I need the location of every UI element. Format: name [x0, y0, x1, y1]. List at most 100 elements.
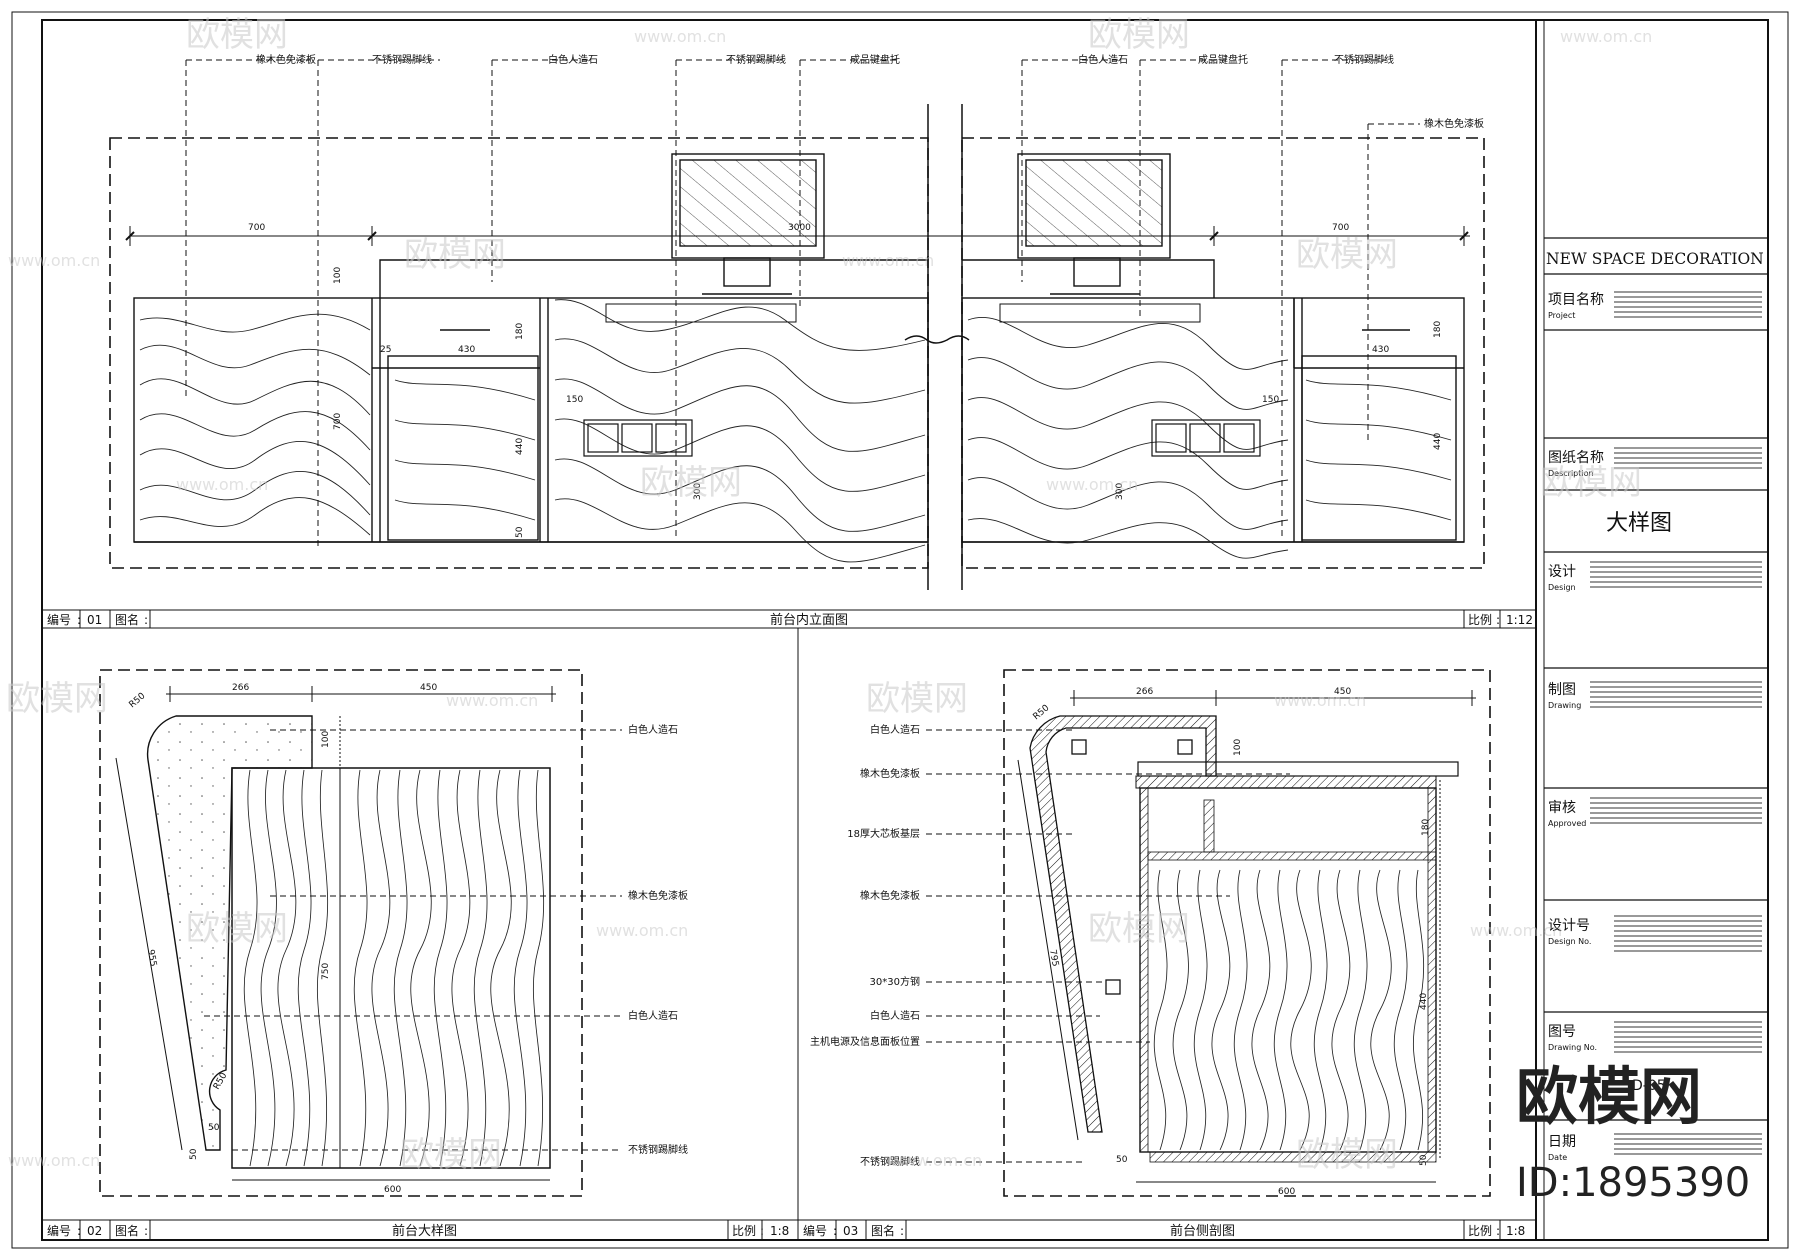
description-label: 图纸名称: [1548, 450, 1604, 466]
sec-callout-2: 橡木色免漆板: [860, 767, 920, 780]
svg-text:欧模网: 欧模网: [404, 235, 506, 275]
titlebar-02-title: 前台大样图: [392, 1223, 457, 1239]
elev-callout-4: 不锈钢踢脚线: [726, 53, 786, 66]
dim-socket-h: 300: [693, 483, 703, 500]
sec-callout-5: 30*30方钢: [870, 975, 920, 988]
approved-label: 审核: [1548, 800, 1576, 816]
sec-dim-inner-h: 440: [1419, 993, 1429, 1010]
company-name: NEW SPACE DECORATION: [1546, 250, 1764, 268]
dim-total: 3000: [788, 223, 811, 233]
plan-dim-top-w: 266: [232, 683, 249, 693]
drawing-label: 制图: [1548, 682, 1576, 698]
watermark: 欧模网 www.om.cn 欧模网 www.om.cn 欧模网 欧模网 www.…: [6, 15, 1750, 1206]
elev-callout-7: 成品键盘托: [1198, 53, 1248, 66]
svg-text::: :: [1496, 1224, 1500, 1238]
dim-top-thickness: 100: [333, 267, 343, 284]
sec-dim-toe: 50: [1116, 1155, 1128, 1165]
svg-text:欧模网: 欧模网: [1296, 235, 1398, 275]
titlebar-01-no: 01: [87, 613, 102, 627]
dim-cabinet-h: 700: [333, 413, 343, 430]
titlebar-03-no-label: 编号: [803, 1223, 827, 1238]
socket-panel-icon: [583, 419, 1261, 457]
sec-dim-body-w: 450: [1334, 687, 1351, 697]
svg-text::: :: [144, 613, 148, 627]
svg-text::: :: [760, 1224, 764, 1238]
svg-text::: :: [77, 1224, 81, 1238]
field-lines-design: [1590, 561, 1762, 588]
sec-callout-4: 橡木色免漆板: [860, 889, 920, 902]
plan-callout-3: 白色人造石: [628, 1009, 678, 1022]
svg-text:www.om.cn: www.om.cn: [1560, 27, 1652, 46]
svg-text:www.om.cn: www.om.cn: [890, 1151, 982, 1170]
titlebar-01: 编号 : 01 图名 : 前台内立面图 比例 : 1:12: [42, 609, 1536, 628]
elev-callout-6: 白色人造石: [1078, 53, 1128, 66]
svg-text:440: 440: [1433, 433, 1443, 450]
elev-callout-5: 成品键盘托: [850, 53, 900, 66]
field-lines-design-no: [1614, 915, 1762, 952]
dim-drawer-h: 180: [515, 323, 525, 340]
svg-text::: :: [833, 1224, 837, 1238]
plan-callout-2: 橡木色免漆板: [628, 889, 688, 902]
svg-text:欧模网: 欧模网: [1088, 909, 1190, 949]
svg-text:欧模网: 欧模网: [1516, 1060, 1702, 1133]
design-label-en: Design: [1548, 583, 1576, 592]
field-lines-approved: [1590, 797, 1762, 824]
titlebar-03-scale: 1:8: [1506, 1224, 1525, 1238]
svg-text::: :: [900, 1224, 904, 1238]
sec-callout-7: 主机电源及信息面板位置: [810, 1035, 920, 1048]
svg-text:www.om.cn: www.om.cn: [842, 251, 934, 270]
dim-socket-off: 150: [566, 395, 583, 405]
dim-door-w: 430: [458, 345, 475, 355]
sec-callout-1: 白色人造石: [870, 723, 920, 736]
svg-text:www.om.cn: www.om.cn: [1470, 921, 1562, 940]
project-label: 项目名称: [1548, 292, 1604, 308]
sec-dim-base-w: 600: [1278, 1187, 1295, 1197]
svg-text:www.om.cn: www.om.cn: [8, 1151, 100, 1170]
design-label: 设计: [1548, 564, 1576, 580]
project-label-en: Project: [1548, 311, 1575, 320]
elev-callout-1: 橡木色免漆板: [256, 53, 316, 66]
svg-text:欧模网: 欧模网: [1088, 15, 1190, 55]
elev-callout-2: 不锈钢踢脚线: [372, 53, 432, 66]
svg-text:欧模网: 欧模网: [1296, 1135, 1398, 1175]
sec-dim-drawer-h: 180: [1421, 819, 1431, 836]
svg-text:欧模网: 欧模网: [6, 679, 108, 719]
approved-label-en: Approved: [1548, 819, 1586, 828]
svg-text:300: 300: [1115, 483, 1125, 500]
svg-text:欧模网: 欧模网: [1540, 463, 1642, 503]
titlebar-02-name-label: 图名: [115, 1223, 139, 1238]
watermark-id: ID:1895390: [1516, 1160, 1750, 1206]
svg-text:150: 150: [1262, 395, 1279, 405]
svg-text:www.om.cn: www.om.cn: [446, 691, 538, 710]
sec-callout-6: 白色人造石: [870, 1009, 920, 1022]
sec-dim-slant: 795: [1047, 949, 1060, 968]
plan-dim-toe-h: 50: [189, 1148, 199, 1160]
section-view: 266 450 R50 100 180 795 440 50 50 600 白色…: [810, 669, 1491, 1197]
title-block: NEW SPACE DECORATION 项目名称 Project 图纸名称 D…: [1544, 237, 1768, 1162]
titlebar-02-scale-label: 比例: [732, 1224, 756, 1238]
elevation-view: 700 3000 700 100 180 700 440 50 430 25 1…: [109, 53, 1485, 590]
sec-dim-base-h: 50: [1419, 1154, 1429, 1166]
svg-text::: :: [1496, 613, 1500, 627]
elev-callout-9: 橡木色免漆板: [1424, 117, 1484, 130]
plan-dim-radius-top: R50: [128, 691, 148, 710]
titlebar-03: 编号 : 03 图名 : 前台侧剖图 比例 : 1:8: [803, 1220, 1525, 1240]
titlebar-03-scale-label: 比例: [1468, 1224, 1492, 1238]
drawing-no-label: 图号: [1548, 1024, 1576, 1040]
date-label: 日期: [1548, 1134, 1576, 1150]
titlebar-02: 编号 : 02 图名 : 前台大样图 比例 : 1:8: [42, 1219, 798, 1240]
plan-dim-toe: 50: [208, 1123, 220, 1133]
watermark-url: www.om.cn: [634, 27, 726, 46]
design-no-label: 设计号: [1548, 918, 1590, 934]
field-lines-drawing: [1590, 681, 1762, 708]
elev-callout-8: 不锈钢踢脚线: [1334, 53, 1394, 66]
titlebar-01-no-label: 编号: [47, 612, 71, 627]
titlebar-02-no: 02: [87, 1224, 102, 1238]
sec-dim-top-w: 266: [1136, 687, 1153, 697]
titlebar-03-name-label: 图名: [871, 1223, 895, 1238]
sec-dim-top-h: 100: [1233, 739, 1243, 756]
plan-callout-1: 白色人造石: [628, 723, 678, 736]
svg-text:180: 180: [1433, 321, 1443, 338]
dim-right-width: 700: [1332, 223, 1349, 233]
titlebar-01-title: 前台内立面图: [770, 612, 848, 628]
